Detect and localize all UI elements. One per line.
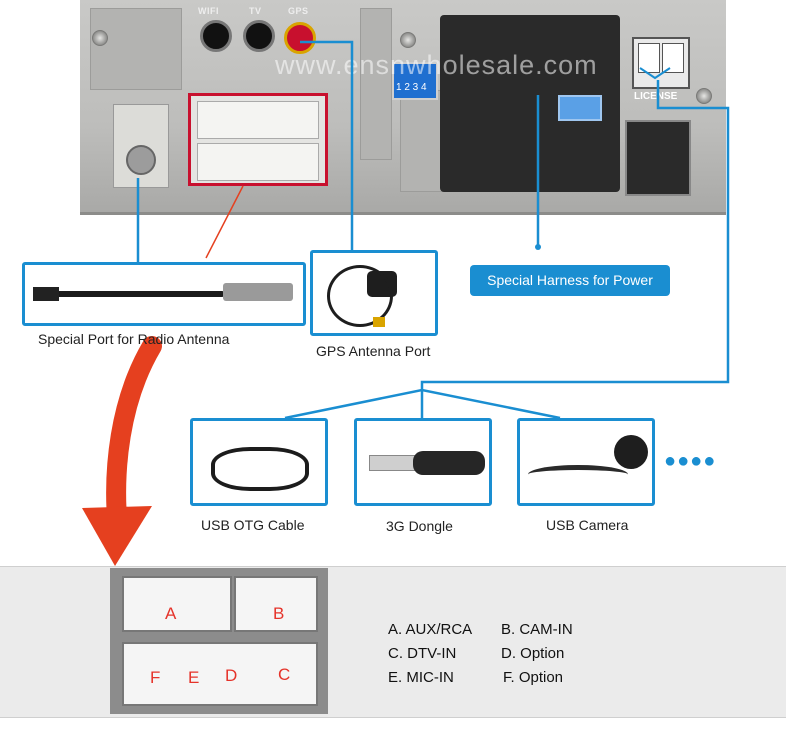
usb-connector-line <box>420 80 730 390</box>
legend-b: B. CAM-IN <box>501 621 573 638</box>
3g-dongle-callout <box>354 418 492 506</box>
gps-jack-icon <box>284 22 316 54</box>
screw-icon <box>400 32 416 48</box>
connector-block-cdef <box>122 642 318 706</box>
otg-cable-icon <box>211 447 309 491</box>
connector-block-a <box>122 576 232 632</box>
usb-camera-callout <box>517 418 655 506</box>
red-arrow-head <box>82 506 152 566</box>
antenna-connector-icon <box>223 283 293 301</box>
gps-cable-icon <box>327 265 393 327</box>
connector-letter-a: A <box>165 604 177 623</box>
gps-port-label: GPS <box>288 6 309 16</box>
gps-connector-line <box>300 40 354 250</box>
radio-antenna-socket <box>113 104 169 188</box>
red-arrow-shaft <box>106 336 162 540</box>
power-line-dot <box>535 244 541 250</box>
usb-license-label: LICENSE <box>634 91 678 102</box>
dip-switch: 1 2 3 4 <box>392 62 438 100</box>
connector-letter-c: C <box>278 665 291 684</box>
usb-chevron <box>639 67 671 80</box>
3g-dongle-label: 3G Dongle <box>386 518 453 534</box>
dongle-body-icon <box>413 451 485 475</box>
panel-slot <box>90 8 182 90</box>
usb-port-icon <box>662 43 684 73</box>
gps-plug-icon <box>373 317 385 327</box>
connector-pins-top <box>197 101 319 139</box>
radio-antenna-label: Special Port for Radio Antenna <box>38 331 230 347</box>
tv-port-label: TV <box>249 6 262 16</box>
screw-icon <box>92 30 108 46</box>
legend-f: F. Option <box>503 669 564 686</box>
usb-otg-callout <box>190 418 328 506</box>
legend-c: C. DTV-IN <box>388 645 457 662</box>
camera-lens-icon <box>614 435 648 469</box>
radio-antenna-callout <box>22 262 306 326</box>
dongle-usb-plug-icon <box>369 455 417 471</box>
legend-a: A. AUX/RCA <box>388 621 473 638</box>
dip-switch-numbers: 1 2 3 4 <box>396 82 427 93</box>
wifi-jack-icon <box>200 20 232 52</box>
gps-antenna-label: GPS Antenna Port <box>316 343 431 359</box>
usb-otg-label: USB OTG Cable <box>201 517 305 533</box>
power-harness-socket <box>440 15 620 192</box>
connector-letter-e: E <box>188 668 200 687</box>
watermark: www.ensnwholesale.com <box>275 50 598 80</box>
power-harness-label: Special Harness for Power <box>470 265 670 296</box>
av-connector-highlight <box>188 93 328 186</box>
connector-letter-b: B <box>273 604 285 623</box>
more-devices-indicator: ●●●● <box>664 450 717 472</box>
harness-clip <box>558 95 602 121</box>
gps-antenna-callout <box>310 250 438 336</box>
usb-ports: LICENSE <box>632 37 690 102</box>
usb-port-icon <box>638 43 660 73</box>
connector-pins-bottom <box>197 143 319 181</box>
screw-icon <box>696 88 712 104</box>
usb-camera-label: USB Camera <box>546 517 629 533</box>
connector-letter-d: D <box>225 666 238 685</box>
tv-jack-icon <box>243 20 275 52</box>
panel-slot <box>360 8 392 160</box>
connector-block-b <box>234 576 318 632</box>
wifi-port-label: WIFI <box>198 6 219 16</box>
red-pointer-line <box>205 185 244 259</box>
connector-closeup: A B F E D C <box>110 568 328 714</box>
connector-letter-f: F <box>150 668 161 687</box>
legend-e: E. MIC-IN <box>388 669 454 686</box>
legend-d: D. Option <box>501 645 565 662</box>
sd-card-cover <box>625 120 691 196</box>
antenna-socket-icon <box>126 145 156 175</box>
antenna-plug-icon <box>33 287 59 301</box>
antenna-cable-icon <box>45 291 225 297</box>
camera-cable-icon <box>528 465 628 484</box>
